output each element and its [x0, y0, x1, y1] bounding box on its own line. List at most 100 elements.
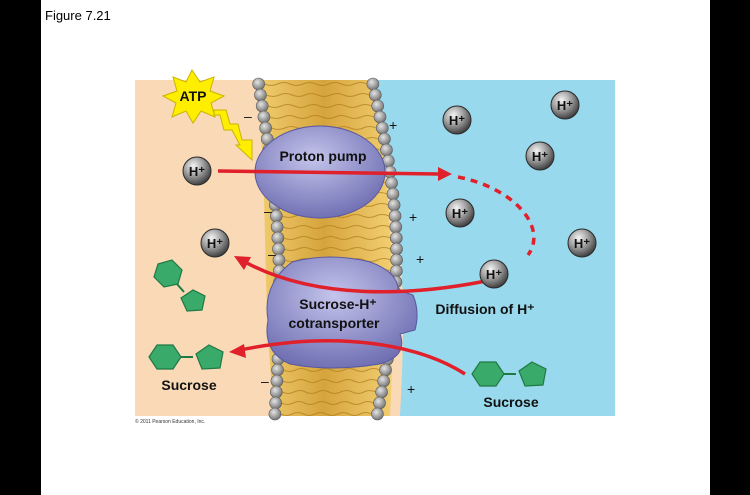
positive-charge: + [407, 381, 415, 397]
charge-signs: – – – – + + + + [244, 108, 424, 397]
sucrose-molecule [153, 259, 206, 312]
sucrose-arrow [239, 339, 466, 376]
phospholipid-head [269, 385, 283, 399]
proton-label: H⁺ [557, 98, 573, 113]
lipid-tail [267, 104, 372, 108]
lipid-tail [282, 225, 390, 229]
proton-circle [479, 259, 509, 289]
phospholipid-head [269, 396, 282, 410]
proton-circle [445, 198, 475, 228]
phospholipid-head [257, 110, 271, 124]
phospholipid-head [269, 209, 283, 223]
proton-pump-label: Proton pump [279, 148, 366, 164]
positive-charge: + [409, 209, 417, 225]
phospholipid-head [366, 77, 380, 91]
proton: H⁺ [525, 141, 555, 171]
phospholipid-head [268, 407, 282, 421]
cotransporter-label-line1: Sucrose-H⁺ [299, 296, 376, 312]
transport-arrows [217, 167, 536, 376]
proton-circle [200, 228, 230, 258]
proton: H⁺ [445, 198, 475, 228]
phospholipid-head [388, 209, 402, 223]
sucrose-molecules [148, 259, 547, 387]
proton-label: H⁺ [574, 236, 590, 251]
negative-charge: – [244, 108, 252, 124]
proton-label: H⁺ [452, 206, 468, 221]
proton: H⁺ [182, 156, 212, 186]
phospholipid-head [252, 77, 265, 91]
phospholipid-head [271, 231, 285, 245]
phospholipid-head [259, 121, 272, 135]
phospholipid-head [373, 396, 386, 410]
phospholipid-head [254, 88, 267, 102]
proton-return-arrow [244, 260, 487, 294]
protons: H⁺ H⁺ H⁺ H⁺ H⁺ H⁺ H⁺ H⁺ [182, 90, 597, 289]
phospholipid-head [377, 374, 390, 388]
phospholipid-head [255, 99, 269, 113]
lipid-tail [283, 368, 380, 372]
phospholipid-head [369, 88, 382, 102]
phospholipid-head [375, 385, 388, 399]
negative-charge: – [268, 246, 276, 262]
phospholipid-head [270, 374, 284, 388]
proton-label: H⁺ [449, 113, 465, 128]
positive-charge: + [416, 251, 424, 267]
phospholipid-head [390, 242, 403, 256]
proton-label: H⁺ [532, 149, 548, 164]
phospholipid-head [390, 253, 403, 267]
lipid-tail [284, 247, 391, 251]
proton-circle [525, 141, 555, 171]
phospholipid-head [270, 220, 284, 234]
phospholipid-head [379, 363, 392, 377]
atp-label: ATP [180, 88, 207, 104]
proton-label: H⁺ [189, 164, 205, 179]
figure-label: Figure 7.21 [45, 8, 111, 23]
proton: H⁺ [550, 90, 580, 120]
phospholipid-head [371, 407, 384, 421]
proton-return-arrowhead [234, 256, 251, 270]
cotransporter-label-line2: cotransporter [288, 315, 380, 331]
sucrose-molecule [148, 344, 224, 370]
lipid-tail [282, 390, 376, 394]
lightning-icon [213, 109, 253, 162]
diffusion-label: Diffusion of H⁺ [435, 301, 534, 317]
lipid-tail [266, 93, 370, 97]
proton-circle [550, 90, 580, 120]
lipid-tail [281, 401, 374, 405]
lipid-tail [269, 115, 375, 119]
sucrose-label-left: Sucrose [161, 377, 216, 393]
phospholipid-head [389, 220, 403, 234]
lipid-tail [280, 412, 372, 416]
proton: H⁺ [567, 228, 597, 258]
lipid-tail [282, 379, 378, 383]
phospholipid-head [387, 198, 401, 212]
proton-circle [182, 156, 212, 186]
proton-circle [442, 105, 472, 135]
lipid-tail [264, 82, 368, 86]
pump-arrow [217, 169, 441, 176]
phospholipid-head [389, 231, 403, 245]
proton: H⁺ [442, 105, 472, 135]
phospholipid-head [271, 363, 284, 377]
phospholipid-head [375, 121, 389, 135]
proton: H⁺ [200, 228, 230, 258]
phospholipid-head [373, 110, 387, 124]
sucrose-molecule [471, 361, 547, 387]
positive-charge: + [389, 117, 397, 133]
phospholipid-head [378, 132, 391, 146]
phospholipid-head [371, 99, 384, 113]
phospholipid-head [385, 176, 398, 190]
lipid-tail [283, 236, 391, 240]
sucrose-label-right: Sucrose [483, 394, 538, 410]
negative-charge: – [261, 373, 269, 389]
proton: H⁺ [479, 259, 509, 289]
diffusion-dashed-arrow [457, 175, 536, 257]
proton-label: H⁺ [486, 267, 502, 282]
proton-circle [567, 228, 597, 258]
phospholipid-head [380, 143, 393, 157]
proton-label: H⁺ [207, 236, 223, 251]
phospholipid-head [386, 187, 400, 201]
negative-charge: – [264, 203, 272, 219]
pump-arrowhead [438, 167, 452, 181]
